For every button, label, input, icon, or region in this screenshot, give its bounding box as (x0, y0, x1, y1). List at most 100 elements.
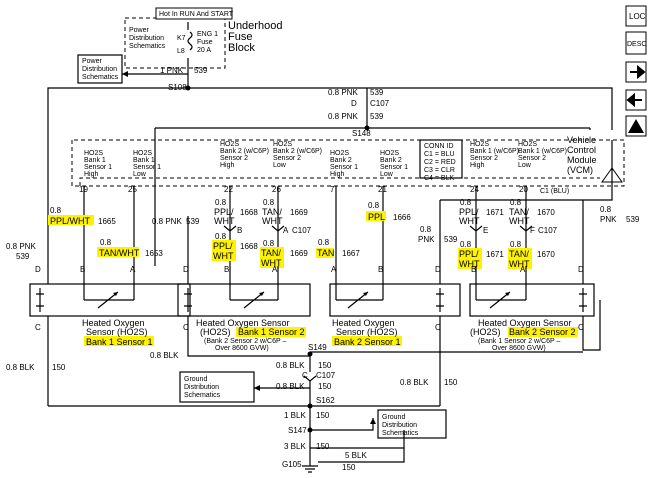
ground-network: 0.8 BLK 150 0.8 BLK S149 0.8 BLK 150 C C… (6, 340, 583, 473)
svg-text:Schematics: Schematics (184, 392, 221, 399)
svg-text:C107: C107 (292, 226, 312, 235)
svg-text:5 BLK: 5 BLK (345, 451, 367, 460)
top-power-wires: 1 PNK 539 S108 0.8 PNK 539 D C107 0.8 PN… (47, 58, 613, 266)
svg-text:PPL/: PPL/ (213, 241, 233, 251)
svg-text:E: E (483, 226, 488, 235)
svg-text:1665: 1665 (98, 217, 116, 226)
svg-text:D: D (435, 265, 441, 274)
svg-text:B: B (237, 226, 242, 235)
sensor-bank2-sensor1: A B D C Heated Oxygen Sensor (HO2S) Bank… (329, 265, 461, 406)
highlights (48, 211, 578, 346)
svg-text:1667: 1667 (342, 249, 360, 258)
svg-text:C4 = BLK: C4 = BLK (424, 175, 454, 182)
svg-text:150: 150 (342, 463, 356, 472)
svg-text:Fuse: Fuse (197, 39, 213, 46)
svg-text:0.8 BLK: 0.8 BLK (276, 361, 305, 370)
svg-text:Bank 1 (w/C6P): Bank 1 (w/C6P) (518, 148, 567, 155)
svg-text:1670: 1670 (537, 250, 555, 259)
svg-text:S147: S147 (288, 426, 307, 435)
desc-icon[interactable]: DESC (625, 31, 647, 55)
svg-text:Ground: Ground (382, 414, 405, 421)
svg-text:0.8 PNK: 0.8 PNK (6, 242, 36, 251)
svg-text:Sensor 1: Sensor 1 (133, 164, 161, 171)
svg-text:PNK: PNK (418, 235, 435, 244)
svg-text:A: A (130, 265, 136, 274)
svg-text:(Bank 1 Sensor 2 w/C6P –: (Bank 1 Sensor 2 w/C6P – (478, 338, 560, 345)
svg-text:Bank 2: Bank 2 (330, 157, 352, 164)
svg-text:Sensor 2: Sensor 2 (470, 155, 498, 162)
svg-text:(HO2S): (HO2S) (470, 327, 501, 337)
svg-text:Sensor 2: Sensor 2 (273, 155, 301, 162)
svg-text:LOC: LOC (629, 12, 646, 21)
svg-text:S162: S162 (316, 396, 335, 405)
svg-text:S149: S149 (308, 343, 327, 352)
svg-text:0.8 PNK: 0.8 PNK (328, 88, 358, 97)
svg-text:Schematics: Schematics (129, 43, 166, 50)
svg-text:(Bank 2 Sensor 2 w/C6P –: (Bank 2 Sensor 2 w/C6P – (204, 338, 286, 345)
svg-text:150: 150 (318, 361, 332, 370)
svg-text:Sensor 1: Sensor 1 (330, 164, 358, 171)
svg-text:C: C (183, 323, 189, 332)
svg-text:1666: 1666 (393, 213, 411, 222)
warning-triangle-icon[interactable] (625, 115, 647, 137)
svg-text:Over 8600 GVW): Over 8600 GVW) (492, 345, 546, 352)
svg-text:A: A (331, 265, 337, 274)
svg-text:Bank 1 Sensor 2: Bank 1 Sensor 2 (238, 327, 305, 337)
svg-text:539: 539 (626, 215, 640, 224)
svg-text:HO2S: HO2S (330, 150, 349, 157)
svg-text:B: B (471, 265, 476, 274)
svg-text:1668: 1668 (240, 208, 258, 217)
hot-in-run-label: Hot In RUN And START (159, 11, 234, 18)
svg-text:Bank 2: Bank 2 (380, 157, 402, 164)
svg-text:150: 150 (52, 363, 66, 372)
fuse-symbol (187, 31, 193, 51)
arrow-right-icon[interactable] (625, 61, 647, 83)
svg-text:C2 = RED: C2 = RED (424, 159, 456, 166)
svg-text:G105: G105 (282, 460, 302, 469)
loc-icon[interactable]: LOC (625, 5, 647, 27)
svg-text:HO2S: HO2S (518, 141, 537, 148)
svg-text:Low: Low (380, 171, 394, 178)
svg-text:A: A (272, 265, 278, 274)
svg-text:Heated Oxygen Sensor: Heated Oxygen Sensor (478, 318, 572, 328)
svg-text:Heated Oxygen Sensor: Heated Oxygen Sensor (196, 318, 290, 328)
svg-text:0.8: 0.8 (263, 239, 275, 248)
svg-text:0.8: 0.8 (318, 238, 330, 247)
svg-text:150: 150 (444, 378, 458, 387)
svg-text:Bank 2 (w/C6P): Bank 2 (w/C6P) (220, 148, 269, 155)
svg-text:C: C (302, 371, 308, 380)
svg-text:1671: 1671 (486, 250, 504, 259)
svg-text:0.8: 0.8 (600, 205, 612, 214)
svg-text:20: 20 (519, 185, 528, 194)
svg-text:C107: C107 (316, 371, 336, 380)
svg-text:TAN/: TAN/ (509, 207, 529, 217)
svg-text:WHT: WHT (509, 259, 530, 269)
svg-text:1668: 1668 (240, 242, 258, 251)
svg-text:0.8: 0.8 (50, 206, 62, 215)
svg-text:539: 539 (444, 235, 458, 244)
svg-text:Schematics: Schematics (382, 430, 419, 437)
svg-text:TAN/WHT: TAN/WHT (99, 248, 140, 258)
svg-text:WHT: WHT (261, 258, 282, 268)
underhood-fuse-block: Hot In RUN And START Power Distribution … (124, 7, 282, 69)
svg-text:25: 25 (128, 185, 137, 194)
svg-text:Bank 2 Sensor 1: Bank 2 Sensor 1 (334, 337, 401, 347)
svg-text:Distribution: Distribution (382, 422, 417, 429)
svg-text:0.8: 0.8 (368, 201, 380, 210)
svg-text:Low: Low (133, 171, 147, 178)
svg-text:WHT: WHT (509, 216, 530, 226)
svg-text:Distribution: Distribution (82, 66, 117, 73)
svg-text:Low: Low (273, 162, 287, 169)
svg-text:WHT: WHT (214, 216, 235, 226)
arrow-left-icon[interactable] (625, 89, 647, 111)
svg-text:Sensor 2: Sensor 2 (220, 155, 248, 162)
svg-text:A: A (520, 265, 526, 274)
svg-text:A: A (283, 226, 289, 235)
svg-text:K7: K7 (177, 35, 186, 42)
svg-text:WHT: WHT (459, 259, 480, 269)
svg-text:Heated Oxygen: Heated Oxygen (82, 318, 145, 328)
svg-text:26: 26 (272, 185, 281, 194)
svg-text:Sensor 2: Sensor 2 (518, 155, 546, 162)
svg-text:1 PNK: 1 PNK (160, 66, 184, 75)
svg-text:B: B (224, 265, 229, 274)
